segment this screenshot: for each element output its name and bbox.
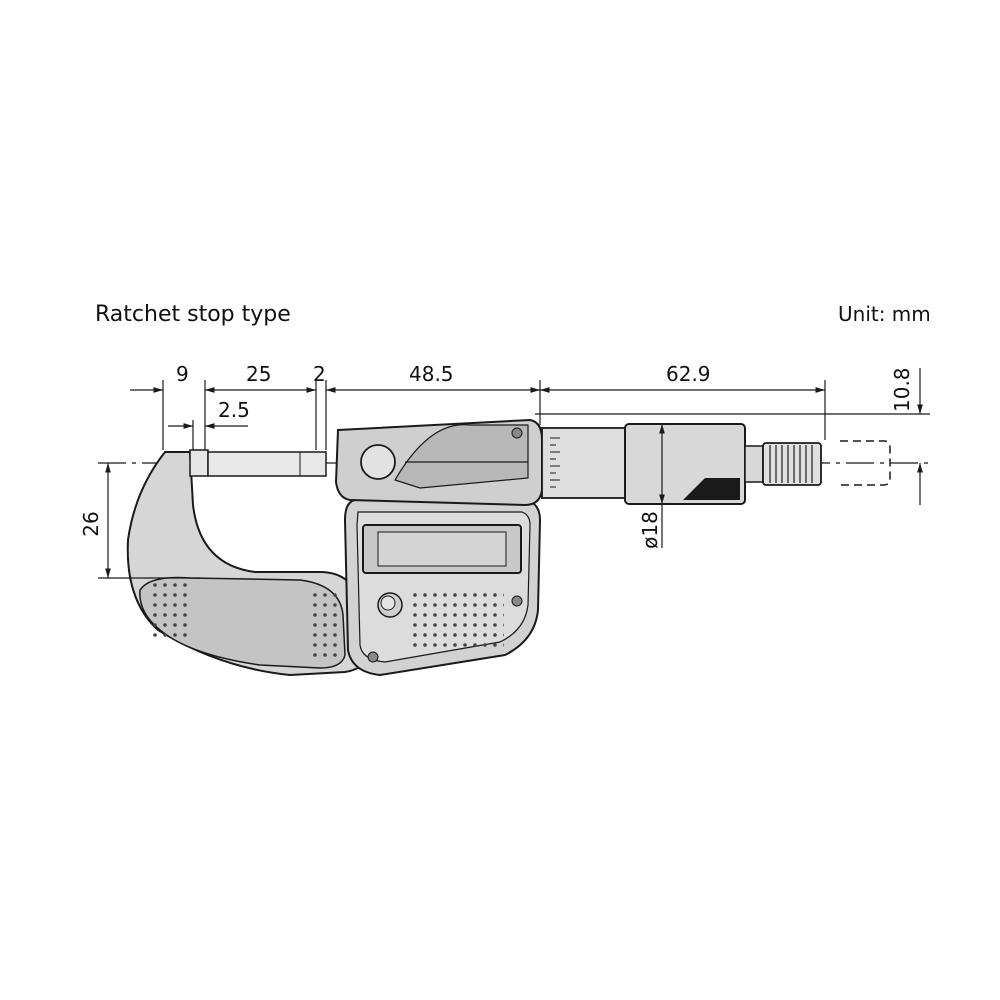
dim-anvil-offset: 9: [176, 362, 189, 386]
ratchet-extension-phantom: [840, 440, 891, 486]
dim-measuring-range: 25: [246, 362, 272, 386]
sleeve: [541, 427, 631, 499]
dim-frame-to-thimble: 48.5: [409, 362, 454, 386]
dim-thimble-to-ratchet: 62.9: [666, 362, 711, 386]
spindle: [207, 451, 327, 477]
thimble-grip: [683, 478, 740, 500]
sleeve-scale: [550, 437, 560, 488]
dim-thimble-diameter: ø18: [638, 511, 662, 549]
dim-frame-depth: 26: [79, 511, 103, 537]
dim-spindle-gap: 2: [313, 362, 326, 386]
drawing-title: Ratchet stop type: [95, 302, 291, 327]
ratchet-collar: [744, 445, 764, 483]
screw-3: [511, 427, 523, 439]
clamp-lever: [360, 444, 396, 480]
screw-2: [367, 651, 379, 663]
anvil: [189, 449, 209, 477]
ratchet-knurl: [769, 445, 813, 483]
dim-spindle-face: 2.5: [218, 398, 250, 422]
screw-1: [511, 595, 523, 607]
grip-dots-body: [412, 588, 504, 650]
unit-label: Unit: mm: [838, 302, 931, 326]
grip-dots-left-2: [310, 588, 340, 660]
grip-dots-left: [150, 583, 190, 643]
dim-ratchet-offset: 10.8: [890, 367, 914, 412]
